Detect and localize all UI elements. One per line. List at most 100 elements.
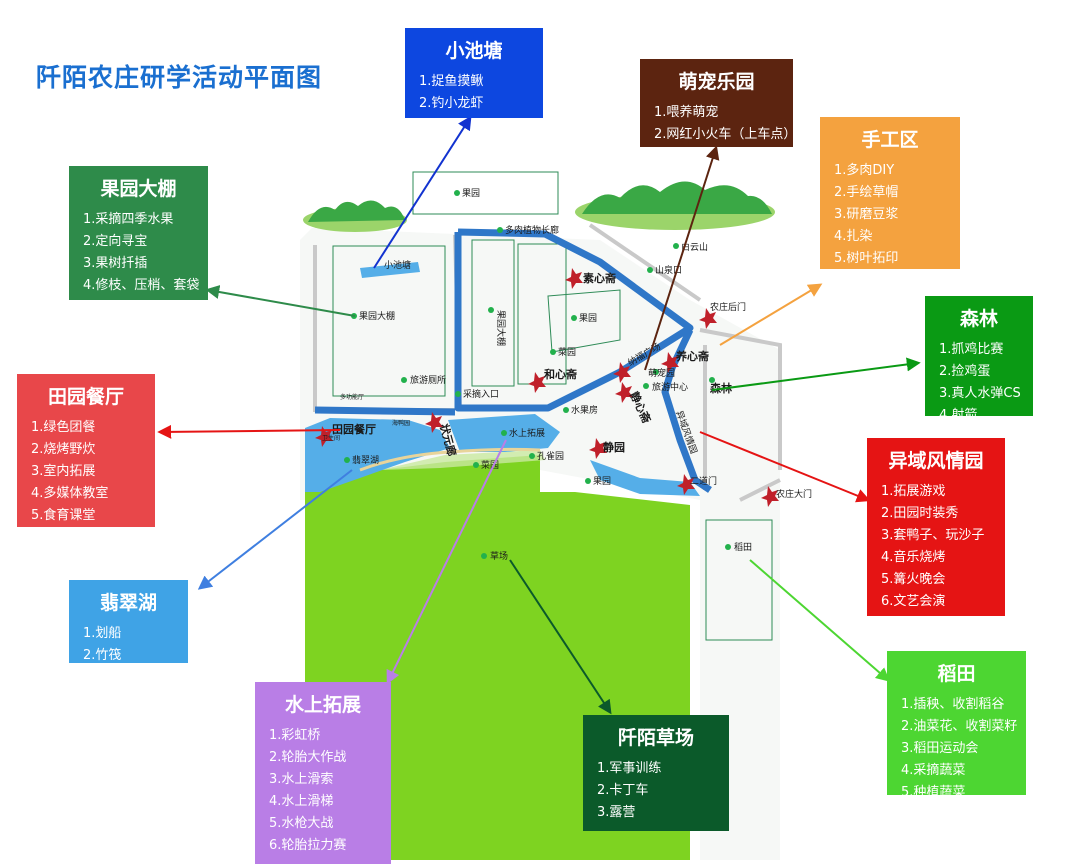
box-item: 2.轮胎大作战 [269, 750, 347, 765]
map-label-pet-garden: 萌宠园 [648, 367, 675, 379]
map-label-multifunction-hall: 多功能厅 [340, 393, 364, 401]
box-item: 4.扎染 [834, 229, 873, 244]
box-title: 果园大棚 [100, 178, 177, 200]
box-item: 1.喂养萌宠 [654, 105, 719, 120]
map-label-back-gate: 农庄后门 [710, 301, 746, 313]
box-water-activities: 水上拓展 1.彩虹桥 2.轮胎大作战 3.水上滑索 4.水上滑梯 5.水枪大战 … [255, 682, 391, 864]
box-item: 2.捡鸡蛋 [939, 364, 991, 379]
box-item: 5.树叶拓印 [834, 251, 899, 266]
markers [315, 268, 779, 507]
box-rice-field: 稻田 1.插秧、收割稻谷 2.油菜花、收割菜籽 3.稻田运动会 4.采摘蔬菜 5… [887, 651, 1026, 800]
box-item: 2.手绘草帽 [834, 185, 899, 200]
map-label-peacock-garden: 孔雀园 [537, 450, 564, 462]
map-label-jade-lake: 翡翠湖 [352, 454, 379, 466]
box-item: 1.军事训练 [597, 761, 662, 776]
box-item: 1.绿色团餐 [31, 420, 96, 435]
box-craft-area: 手工区 1.多肉DIY 2.手绘草帽 3.研磨豆浆 4.扎染 5.树叶拓印 [820, 117, 960, 269]
box-item: 2.竹筏 [83, 648, 122, 663]
map-label-picking-entrance: 采摘入口 [463, 388, 499, 400]
box-pet-park: 萌宠乐园 1.喂养萌宠 2.网红小火车（上车点） [640, 59, 797, 147]
map-label-water-expansion: 水上拓展 [509, 427, 545, 439]
box-item: 4.采摘蔬菜 [901, 763, 966, 778]
callout-arrows [157, 115, 921, 715]
box-small-pond: 小池塘 1.捉鱼摸鳅 2.钓小龙虾 [405, 28, 543, 118]
box-item: 5.水枪大战 [269, 816, 334, 831]
map-label-yangxin-studio: 养心斋 [675, 349, 710, 363]
box-item: 3.水上滑索 [269, 772, 334, 787]
box-grassland: 阡陌草场 1.军事训练 2.卡丁车 3.露营 [583, 715, 729, 831]
box-title: 异域风情园 [888, 450, 984, 472]
box-title: 水上拓展 [284, 694, 361, 716]
hill-left [303, 200, 407, 232]
map-label-hexin-studio: 和心斋 [544, 367, 578, 381]
map-label-fruit-house: 水果房 [571, 404, 598, 416]
box-item: 2.烧烤野炊 [31, 442, 96, 457]
box-item: 3.研磨豆浆 [834, 207, 899, 222]
map-label-main-gate: 农庄大门 [776, 488, 812, 500]
map-label-orchard-mid: 果园 [579, 313, 597, 324]
box-title: 手工区 [861, 129, 919, 151]
box-jade-lake: 翡翠湖 1.划船 2.竹筏 [69, 580, 188, 663]
map-label-second-gate: 二道门 [690, 475, 717, 487]
box-item: 6.文艺会演 [881, 594, 946, 609]
box-item: 4.音乐烧烤 [881, 550, 946, 565]
box-item: 4.修枝、压梢、套袋 [83, 278, 200, 293]
map-label-succulent-gallery: 多肉植物长廊 [505, 224, 559, 236]
map-label-duck-garden: 海鸭园 [392, 419, 410, 427]
map-label-restroom: 卫生间 [322, 434, 340, 442]
map-label-greenhouse-vertical: 果园大棚 [495, 310, 507, 346]
map-label-field-restaurant: 田园餐厅 [332, 422, 376, 436]
box-item: 1.多肉DIY [834, 163, 895, 178]
box-item: 3.室内拓展 [31, 464, 96, 479]
box-item: 1.彩虹桥 [269, 728, 321, 743]
box-item: 1.采摘四季水果 [83, 212, 174, 227]
box-item: 3.果树扦插 [83, 256, 148, 271]
box-title: 翡翠湖 [99, 592, 157, 614]
box-title: 田园餐厅 [47, 386, 124, 408]
page-title: 阡陌农庄研学活动平面图 [36, 63, 323, 92]
box-title: 阡陌草场 [617, 727, 694, 749]
box-item: 3.露营 [597, 805, 636, 820]
box-item: 6.轮胎拉力赛 [269, 838, 347, 853]
box-item: 1.拓展游戏 [881, 484, 946, 499]
map-label-orchard-top: 果园 [462, 188, 480, 199]
box-item: 3.稻田运动会 [901, 741, 979, 756]
box-item: 2.网红小火车（上车点） [654, 127, 797, 142]
box-exotic-garden: 异域风情园 1.拓展游戏 2.田园时装秀 3.套鸭子、玩沙子 4.音乐烧烤 5.… [867, 438, 1005, 616]
box-orchard-greenhouse: 果园大棚 1.采摘四季水果 2.定向寻宝 3.果树扦插 4.修枝、压梢、套袋 [69, 166, 208, 300]
map-label-tourist-center: 旅游中心 [652, 381, 688, 393]
box-item: 5.食育课堂 [31, 508, 96, 523]
box-item: 4.射箭 [939, 408, 978, 423]
box-field-restaurant: 田园餐厅 1.绿色团餐 2.烧烤野炊 3.室内拓展 4.多媒体教室 5.食育课堂 [17, 374, 155, 527]
map-label-orchard-low: 果园 [593, 476, 611, 487]
box-item: 5.篝火晚会 [881, 572, 946, 587]
box-item: 1.插秧、收割稻谷 [901, 697, 1005, 712]
box-title: 萌宠乐园 [678, 71, 755, 93]
box-item: 5.种植蔬菜 [901, 785, 966, 800]
box-item: 1.捉鱼摸鳅 [419, 74, 484, 89]
box-title: 稻田 [937, 663, 976, 685]
map-label-orchard-greenhouse: 果园大棚 [359, 310, 395, 322]
box-item: 2.油菜花、收割菜籽 [901, 719, 1018, 734]
map-label-suxin-studio: 素心斋 [583, 271, 617, 285]
map-label-grassland: 草场 [490, 550, 508, 562]
map-label-tourist-toilet: 旅游厕所 [410, 374, 446, 386]
box-item: 3.套鸭子、玩沙子 [881, 528, 985, 543]
map-label-vegetable-mid: 菜园 [558, 346, 576, 358]
farm-ground [300, 228, 780, 860]
box-item: 2.钓小龙虾 [419, 96, 484, 111]
box-forest: 森林 1.抓鸡比赛 2.捡鸡蛋 3.真人水弹CS 4.射箭 [925, 296, 1033, 423]
map-label-rice-field: 稻田 [734, 542, 752, 553]
box-item: 2.定向寻宝 [83, 234, 148, 249]
box-item: 2.卡丁车 [597, 783, 649, 798]
box-title: 森林 [959, 308, 998, 330]
box-title: 小池塘 [445, 40, 503, 62]
top-orchard-plot [412, 171, 559, 215]
box-item: 2.田园时装秀 [881, 506, 959, 521]
box-item: 4.水上滑梯 [269, 794, 334, 809]
box-item: 1.抓鸡比赛 [939, 342, 1004, 357]
box-item: 1.划船 [83, 626, 122, 641]
map-label-quiet-garden: 静园 [603, 440, 625, 454]
box-item: 4.多媒体教室 [31, 486, 109, 501]
map-label-baiyun-mountain: 白云山 [681, 241, 708, 253]
